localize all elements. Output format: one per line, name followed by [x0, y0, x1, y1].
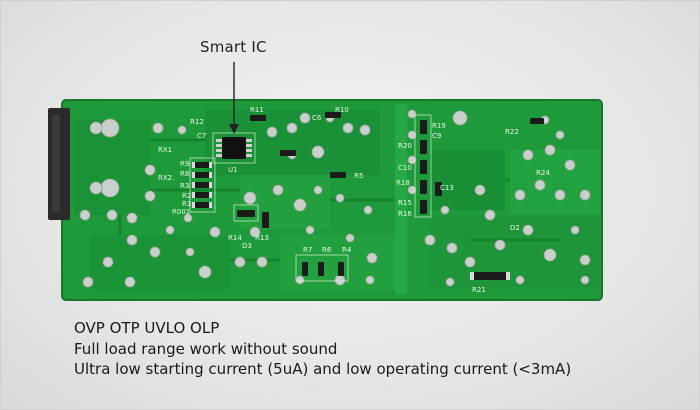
silk-r22: R22: [505, 128, 519, 136]
smart-ic-chip: [216, 137, 252, 159]
caption-line-current: Ultra low starting current (5uA) and low…: [74, 360, 572, 378]
silk-r6: R6: [322, 246, 332, 254]
silk-r001: R001: [172, 208, 190, 216]
caption-line-no-sound: Full load range work without sound: [74, 339, 338, 358]
silk-rx2: RX2.: [158, 174, 174, 182]
silk-r20: R20: [398, 142, 412, 150]
silk-c6: C6: [312, 114, 322, 122]
silk-r13: R13: [255, 234, 269, 242]
silk-r18: R18: [396, 179, 410, 187]
silk-r14: R14: [228, 234, 242, 242]
silk-r1: R1: [182, 200, 191, 208]
silk-r16: R16: [398, 210, 412, 218]
silk-r7: R7: [303, 246, 312, 254]
silk-r15: R15: [398, 199, 412, 207]
silk-rx1: RX1: [158, 146, 172, 154]
silk-r11: R11: [250, 106, 264, 114]
silk-r21: R21: [472, 286, 486, 294]
silk-c10: C10: [398, 164, 412, 172]
smart-ic-arrow: [229, 62, 239, 134]
silk-d2: D2: [510, 224, 520, 232]
silk-r24: R24: [536, 169, 550, 177]
silk-r3: R3: [180, 182, 189, 190]
silk-r9: R9: [180, 160, 189, 168]
silk-c13: C13: [440, 184, 454, 192]
caption-line-protections: OVP OTP UVLO OLP: [74, 319, 220, 337]
feature-caption: OVP OTP UVLO OLP Full load range work wi…: [74, 318, 571, 380]
silk-r10: R10: [335, 106, 349, 114]
silk-d3: D3: [242, 242, 252, 250]
silk-r4: R4: [342, 246, 352, 254]
isolation-gap: [395, 104, 407, 294]
silk-c7: C7: [197, 132, 206, 140]
silk-r19: R19: [432, 122, 446, 130]
silk-r2: R2: [182, 192, 191, 200]
silk-c9: C9: [432, 132, 441, 140]
smart-ic-label: Smart IC: [200, 38, 267, 56]
silk-u1: U1: [228, 166, 238, 174]
silk-r12: R12: [190, 118, 204, 126]
silk-r8: R8: [180, 170, 189, 178]
silk-r5: R5: [354, 172, 363, 180]
